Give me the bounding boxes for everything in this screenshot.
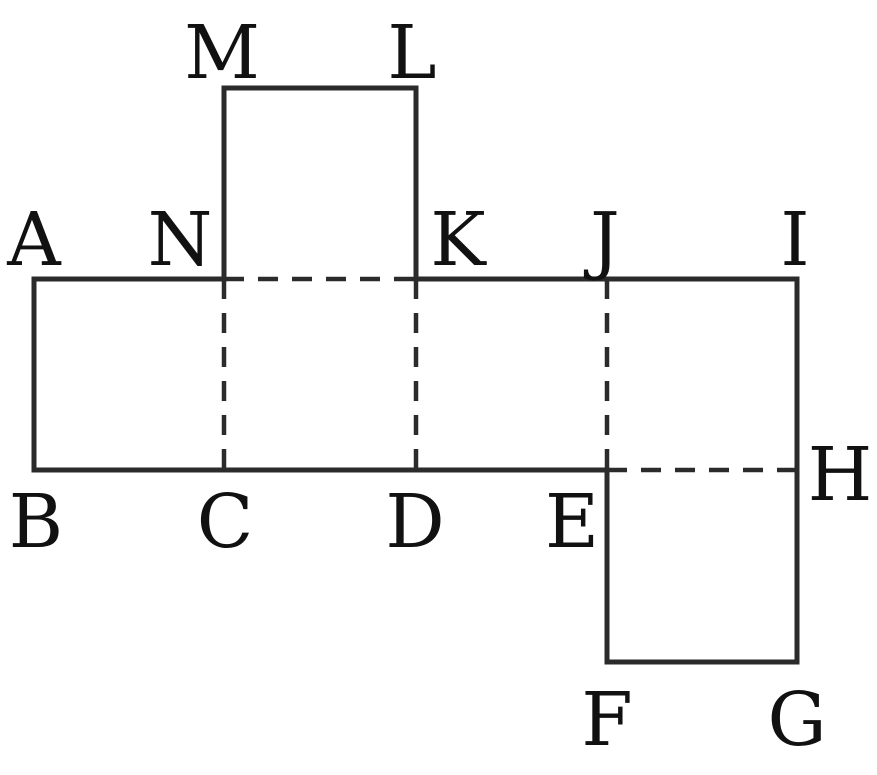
vertex-label-l: L <box>387 10 436 96</box>
net-outline <box>31 85 800 665</box>
vertex-label-c: C <box>197 479 254 565</box>
vertex-label-a: A <box>6 197 62 283</box>
vertex-label-g: G <box>767 677 826 763</box>
vertex-label-n: N <box>148 197 213 283</box>
vertex-label-i: I <box>780 197 809 283</box>
vertex-label-m: M <box>184 10 260 96</box>
vertex-label-b: B <box>9 479 63 565</box>
vertex-label-e: E <box>545 479 599 565</box>
vertex-label-d: D <box>385 479 444 565</box>
vertex-label-h: H <box>808 432 873 518</box>
vertex-label-k: K <box>430 197 487 283</box>
vertex-label-f: F <box>581 677 632 763</box>
vertex-label-j: J <box>583 197 620 283</box>
